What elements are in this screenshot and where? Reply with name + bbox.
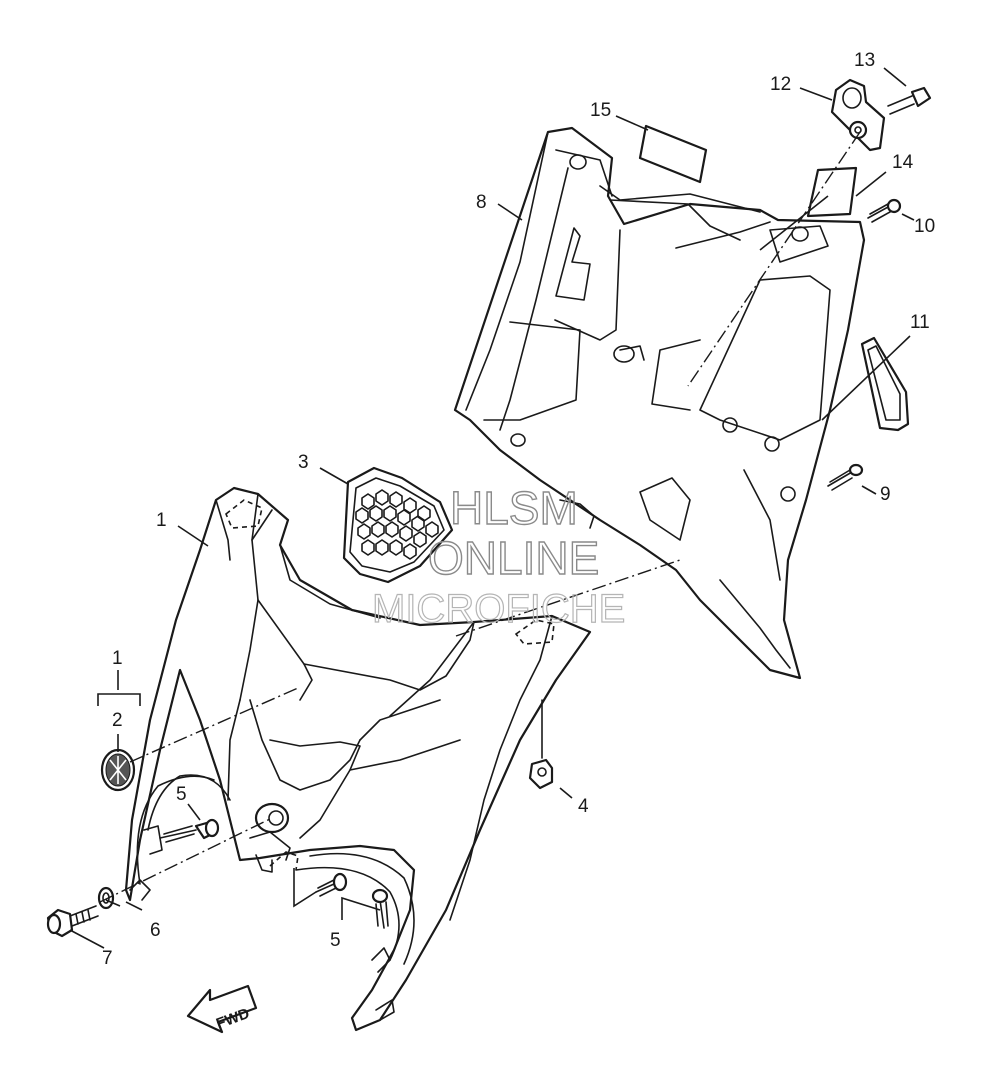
centerline-panel <box>455 559 681 637</box>
callout-10: 10 <box>914 216 935 237</box>
callout-labels: 1 1 2 3 4 5 5 6 7 8 9 10 11 12 13 14 15 <box>102 50 935 969</box>
callout-5-lower: 5 <box>330 930 341 951</box>
screw-part-5-lower <box>315 872 389 929</box>
emblem-part-2 <box>100 748 136 792</box>
centerline-hook <box>687 131 861 387</box>
clip-part-4 <box>528 699 554 790</box>
watermark: HLSM ONLINE MICROFICHE <box>371 481 626 631</box>
grille-hex-mesh <box>355 489 439 560</box>
callout-1-top: 1 <box>156 510 167 531</box>
callout-2: 2 <box>112 710 123 731</box>
leg-shield-part-1 <box>124 486 592 1032</box>
inner-fender-curve <box>136 774 415 965</box>
callout-8: 8 <box>476 192 487 213</box>
callout-5-upper: 5 <box>176 784 187 805</box>
bolt-part-13 <box>887 86 932 115</box>
forward-arrow-icon: FWD <box>186 984 258 1034</box>
label-part-15 <box>638 124 708 184</box>
callout-7: 7 <box>102 948 113 969</box>
washer-part-6 <box>97 886 115 910</box>
callout-4: 4 <box>578 796 589 817</box>
watermark-line-3: MICROFICHE <box>372 587 625 631</box>
centerline-emblem <box>129 687 299 763</box>
callout-13: 13 <box>854 50 875 71</box>
callout-15: 15 <box>590 100 611 121</box>
callout-6: 6 <box>150 920 161 941</box>
hook-part-12 <box>830 78 886 152</box>
centerline-bolt <box>99 817 273 903</box>
label-part-14 <box>806 166 858 218</box>
grille-part-3 <box>342 466 454 584</box>
grommet-hole <box>254 802 290 834</box>
trim-ring-part-11 <box>860 336 910 432</box>
leader-lines <box>69 67 915 949</box>
callout-3: 3 <box>298 452 309 473</box>
watermark-line-2: ONLINE <box>428 532 599 584</box>
bolt-part-7 <box>46 905 99 938</box>
screw-part-5-upper <box>159 818 220 843</box>
watermark-line-1: HLSM <box>450 482 578 534</box>
screw-part-9 <box>827 463 864 491</box>
callout-1-bracket: 1 <box>112 648 123 669</box>
inner-panel-part-8 <box>453 126 866 680</box>
callout-12: 12 <box>770 74 791 95</box>
screw-part-10 <box>867 198 902 223</box>
callout-11: 11 <box>910 312 930 333</box>
callout-14: 14 <box>892 152 914 173</box>
callout-9: 9 <box>880 484 891 505</box>
